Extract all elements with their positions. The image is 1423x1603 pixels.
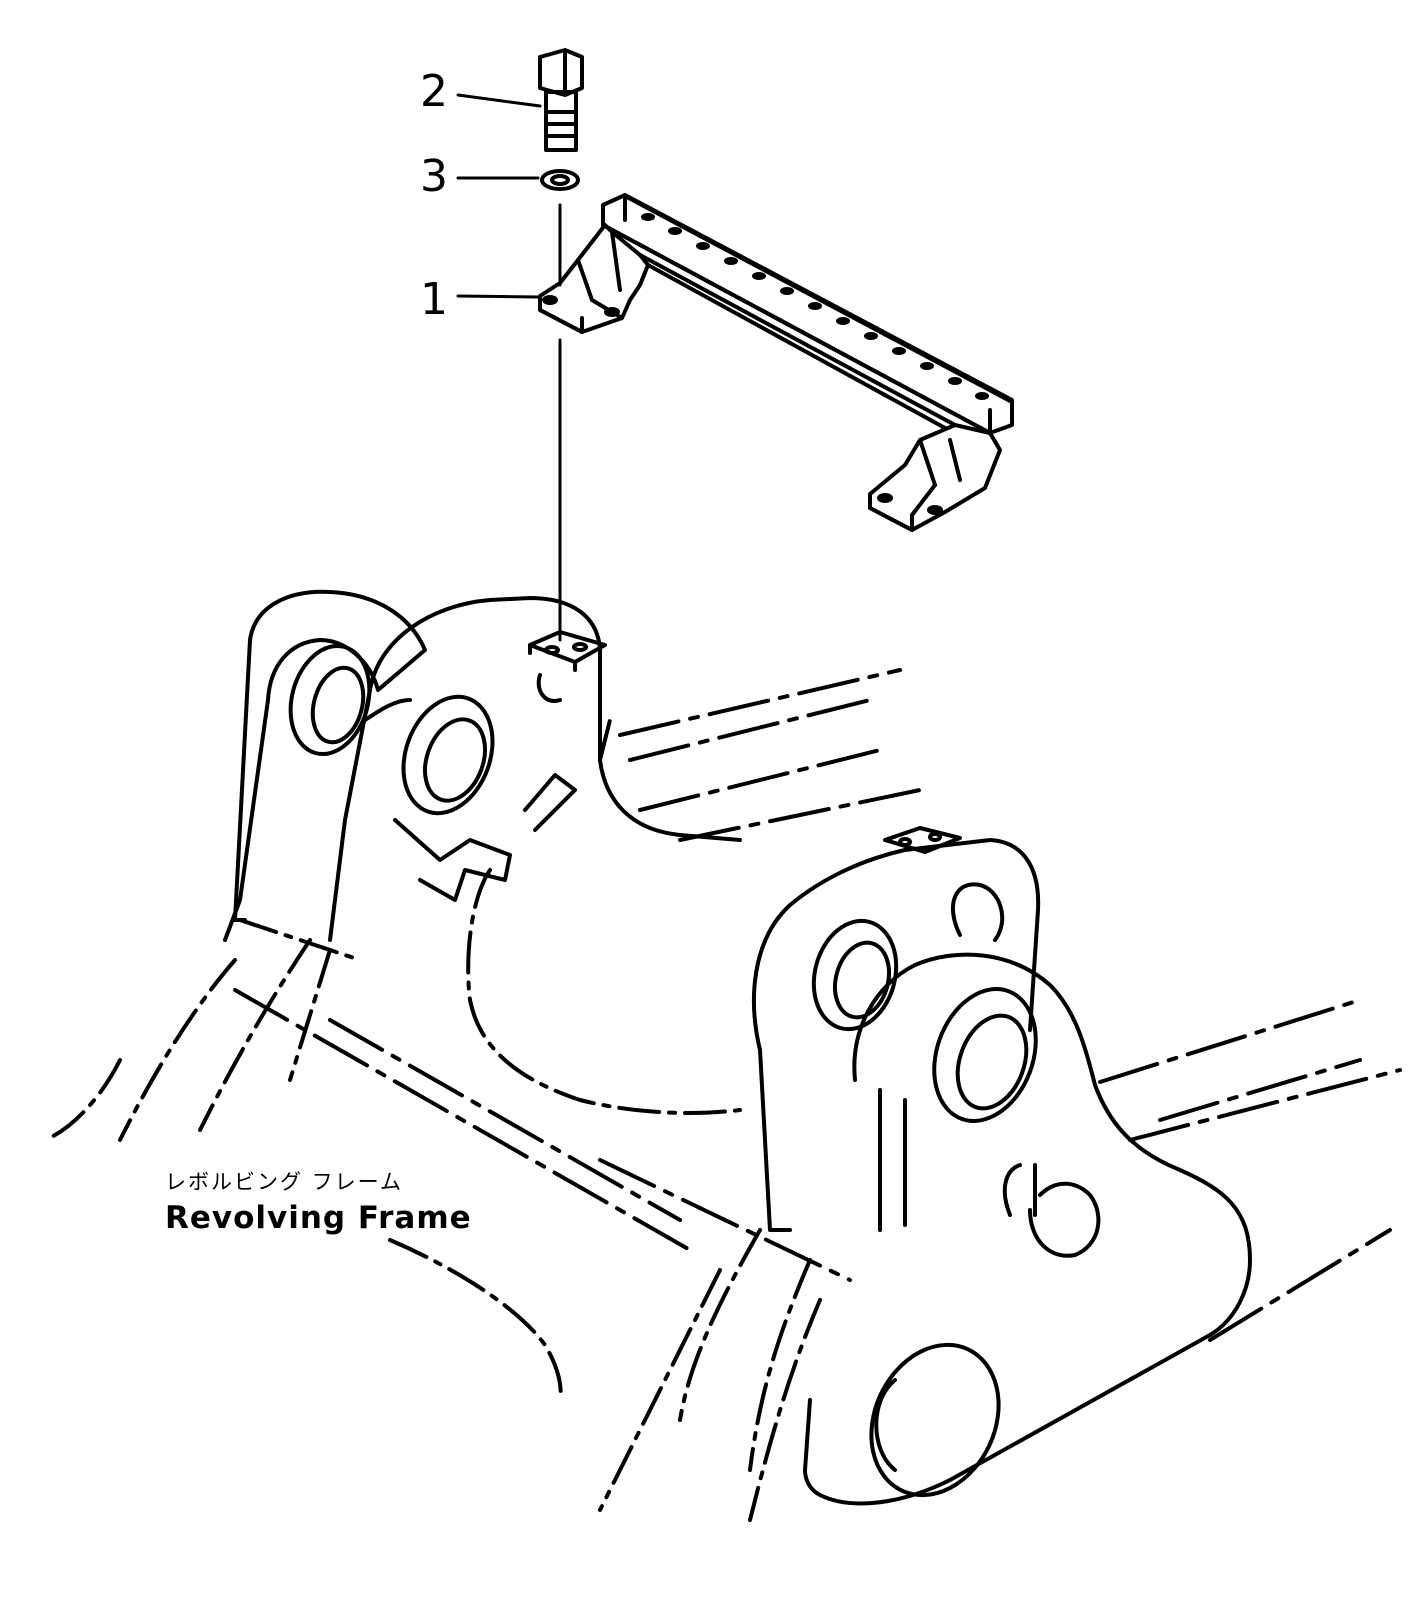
frame-label: レボルビング フレーム Revolving Frame [165,1166,472,1236]
leader-1 [456,294,540,299]
callout-1: 1 [420,274,448,325]
frame-label-japanese: レボルビング フレーム [165,1170,404,1194]
callout-3: 3 [420,151,448,202]
frame-label-english: Revolving Frame [165,1200,472,1236]
bracket-part [538,193,1014,532]
callout-2: 2 [420,66,448,117]
washer-part [540,169,580,191]
leader-2 [456,93,542,108]
revolving-frame [43,589,1402,1522]
bracket-holes [641,213,989,400]
bolt-part [538,48,584,152]
callout-leaders [456,93,542,299]
